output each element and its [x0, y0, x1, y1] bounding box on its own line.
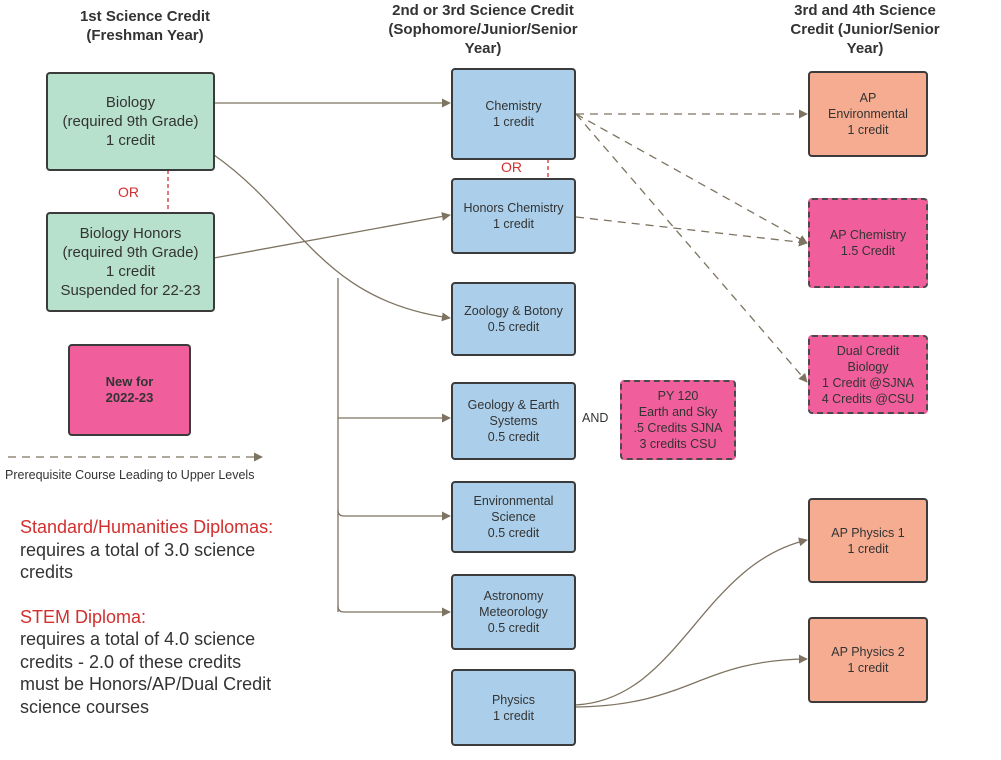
course-name-line2: Environmental	[828, 107, 908, 121]
diploma-requirements: Standard/Humanities Diplomas: requires a…	[20, 516, 320, 718]
course-credit: 1 credit	[847, 661, 889, 675]
course-name-line2: Earth and Sky	[638, 405, 718, 419]
course-status: Suspended for 22-23	[60, 282, 201, 299]
course-credit-csu: 4 Credits @CSU	[821, 391, 915, 406]
arrow-to-environmental	[337, 509, 451, 521]
arrow-biology-honors-to-honors-chemistry	[213, 212, 451, 259]
course-name: AP Chemistry	[829, 228, 907, 242]
course-credit: 0.5 credit	[487, 320, 540, 334]
and-label-geology: AND	[582, 411, 609, 425]
course-biology-honors: Biology Honors (required 9th Grade) 1 cr…	[46, 212, 215, 312]
course-name: Biology	[105, 94, 156, 111]
course-name: Geology & Earth	[467, 398, 560, 412]
course-credit: 1 credit	[493, 708, 534, 723]
course-name-line2: Systems	[489, 414, 538, 428]
stem-diploma-title: STEM Diploma:	[20, 606, 147, 627]
stem-diploma-text-3: must be Honors/AP/Dual Credit	[20, 674, 272, 694]
course-name-line2: Biology	[847, 359, 889, 374]
course-environmental-science: Environmental Science 0.5 credit	[451, 481, 576, 553]
legend-new-line2: 2022-23	[105, 390, 154, 405]
course-dual-credit-biology: Dual Credit Biology 1 Credit @SJNA 4 Cre…	[808, 335, 928, 414]
course-ap-chemistry: AP Chemistry 1.5 Credit	[808, 198, 928, 288]
course-credit: 1 credit	[105, 132, 156, 149]
prereq-chemistry-to-ap-chemistry	[575, 113, 808, 244]
course-honors-chemistry: Honors Chemistry 1 credit	[451, 178, 576, 254]
heading-freshman: 1st Science Credit (Freshman Year)	[40, 7, 250, 45]
course-credit: 0.5 credit	[487, 430, 540, 444]
course-credit: 1 credit	[493, 115, 534, 129]
arrow-physics-to-ap-physics-2	[574, 654, 808, 708]
course-name: PY 120	[657, 389, 699, 403]
heading-col2-line2: (Sophomore/Junior/Senior	[388, 21, 578, 38]
course-credit: 1 credit	[105, 263, 156, 280]
or-label-chemistry: OR	[501, 159, 522, 175]
heading-freshman-line1: 1st Science Credit	[79, 8, 211, 25]
prereq-honors-chemistry-to-ap-chemistry	[575, 216, 808, 247]
course-name: AP Physics 2	[831, 645, 905, 659]
heading-freshman-line2: (Freshman Year)	[86, 27, 204, 44]
course-name: AP Physics 1	[831, 525, 905, 540]
arrow-physics-to-ap-physics-1	[574, 537, 808, 706]
course-ap-physics-2: AP Physics 2 1 credit	[808, 617, 928, 703]
course-credit-sjna: .5 Credits SJNA	[633, 421, 723, 435]
course-chemistry: Chemistry 1 credit	[451, 68, 576, 160]
legend-prerequisite-label: Prerequisite Course Leading to Upper Lev…	[5, 468, 255, 482]
stem-diploma-text-2: credits - 2.0 of these credits	[20, 651, 242, 672]
course-astronomy-meteorology: Astronomy Meteorology 0.5 credit	[451, 574, 576, 650]
course-credit: 0.5 credit	[487, 621, 540, 635]
course-credit-sjna: 1 Credit @SJNA	[822, 375, 914, 390]
heading-col3-line1: 3rd and 4th Science	[794, 2, 936, 19]
arrow-biology-to-zoology	[213, 154, 451, 322]
course-requirement: (required 9th Grade)	[62, 113, 199, 130]
or-label-biology: OR	[118, 184, 139, 200]
course-zoology-botony: Zoology & Botony 0.5 credit	[451, 282, 576, 356]
course-geology-earth-systems: Geology & Earth Systems 0.5 credit	[451, 382, 576, 460]
heading-col3-line2: Credit (Junior/Senior	[790, 21, 940, 38]
arrow-to-astronomy	[337, 605, 451, 617]
heading-junior-senior: 3rd and 4th Science Credit (Junior/Senio…	[760, 1, 970, 58]
heading-sophomore-senior: 2nd or 3rd Science Credit (Sophomore/Jun…	[368, 1, 598, 58]
legend-new-line1: New for	[105, 374, 154, 389]
standard-diploma-title: Standard/Humanities Diplomas:	[20, 517, 274, 537]
course-name-line2: Science	[491, 510, 536, 524]
standard-diploma-text-2: credits	[20, 562, 74, 582]
course-credit: 1 credit	[847, 123, 889, 137]
heading-col2-line3: Year)	[464, 40, 502, 57]
course-name: Honors Chemistry	[463, 201, 564, 215]
course-ap-physics-1: AP Physics 1 1 credit	[808, 498, 928, 583]
course-ap-environmental: AP Environmental 1 credit	[808, 71, 928, 157]
course-name: Physics	[491, 692, 536, 707]
course-credit-csu: 3 credits CSU	[639, 437, 717, 451]
course-name: Astronomy	[483, 589, 544, 603]
spacer	[20, 584, 320, 606]
standard-diploma-text-1: requires a total of 3.0 science	[20, 539, 256, 560]
course-name: Zoology & Botony	[464, 304, 563, 318]
course-name: Environmental	[473, 494, 554, 508]
course-credit: 1 credit	[493, 217, 534, 231]
course-name-line2: Meteorology	[479, 605, 548, 619]
course-credit: 1.5 Credit	[840, 244, 896, 258]
course-py-120: PY 120 Earth and Sky .5 Credits SJNA 3 c…	[620, 380, 736, 460]
course-biology: Biology (required 9th Grade) 1 credit	[46, 72, 215, 171]
heading-col2-line1: 2nd or 3rd Science Credit	[392, 2, 574, 19]
stem-diploma-text-1: requires a total of 4.0 science	[20, 629, 256, 649]
course-physics: Physics 1 credit	[451, 669, 576, 746]
prereq-chemistry-to-dual-biology	[575, 113, 808, 383]
course-name: Dual Credit	[836, 343, 900, 358]
stem-diploma-text-4: science courses	[20, 696, 150, 717]
legend-new-for-2022-23: New for 2022-23	[68, 344, 191, 436]
heading-col3-line3: Year)	[846, 40, 884, 57]
course-credit: 0.5 credit	[487, 526, 540, 540]
course-requirement: (required 9th Grade)	[62, 244, 199, 261]
course-name: Biology Honors	[79, 225, 182, 242]
course-credit: 1 credit	[847, 541, 889, 556]
course-name: AP	[859, 91, 877, 105]
course-name: Chemistry	[485, 99, 542, 113]
